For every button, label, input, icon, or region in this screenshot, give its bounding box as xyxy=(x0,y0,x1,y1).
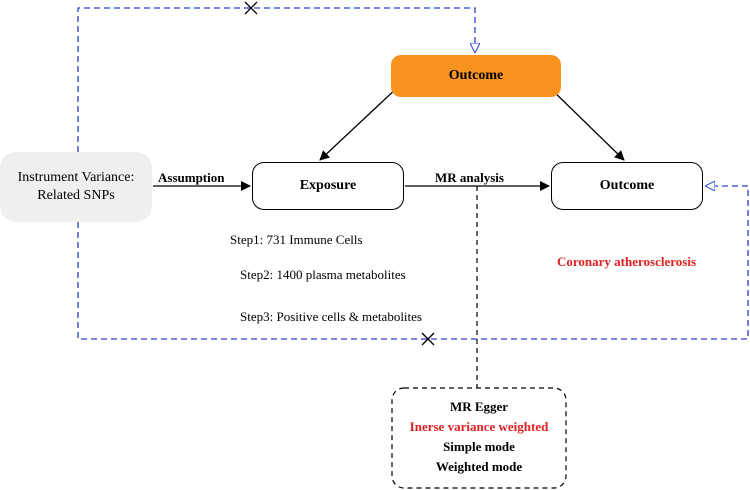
instrument-label-line1: Instrument Variance: xyxy=(17,170,135,185)
dashed-path-top xyxy=(77,7,475,152)
cross-mark-top xyxy=(244,1,258,15)
arrow-outcome-to-exposure xyxy=(319,85,400,161)
assumption-label: Assumption xyxy=(158,170,225,185)
exposure-label: Exposure xyxy=(299,178,357,193)
arrow-outcome-to-outcome xyxy=(547,85,625,161)
outcome-node-right: Outcome xyxy=(551,162,703,210)
method-weighted-mode: Weighted mode xyxy=(435,459,523,474)
step-2-text: Step2: 1400 plasma metabolites xyxy=(240,267,406,282)
outcome-node-top: Outcome xyxy=(391,55,561,97)
dashed-path-bottom xyxy=(77,186,749,340)
cross-mark-bottom xyxy=(421,332,435,346)
instrument-label-line2: Related SNPs xyxy=(37,188,115,203)
outcome-top-label: Outcome xyxy=(448,68,504,83)
step-3-text: Step3: Positive cells & metabolites xyxy=(240,309,422,324)
method-mr-egger: MR Egger xyxy=(449,399,509,414)
step-1-text: Step1: 731 Immune Cells xyxy=(230,232,363,247)
methods-box xyxy=(391,387,567,489)
disease-label: Coronary atherosclerosis xyxy=(557,254,697,269)
outcome-right-label: Outcome xyxy=(599,178,655,193)
method-simple-mode: Simple mode xyxy=(443,439,515,454)
mr-analysis-label: MR analysis xyxy=(435,170,504,185)
instrument-variance-node: Instrument Variance: Related SNPs xyxy=(0,152,152,222)
method-ivw: Inerse variance weighted xyxy=(409,419,549,434)
exposure-node: Exposure xyxy=(252,162,404,210)
